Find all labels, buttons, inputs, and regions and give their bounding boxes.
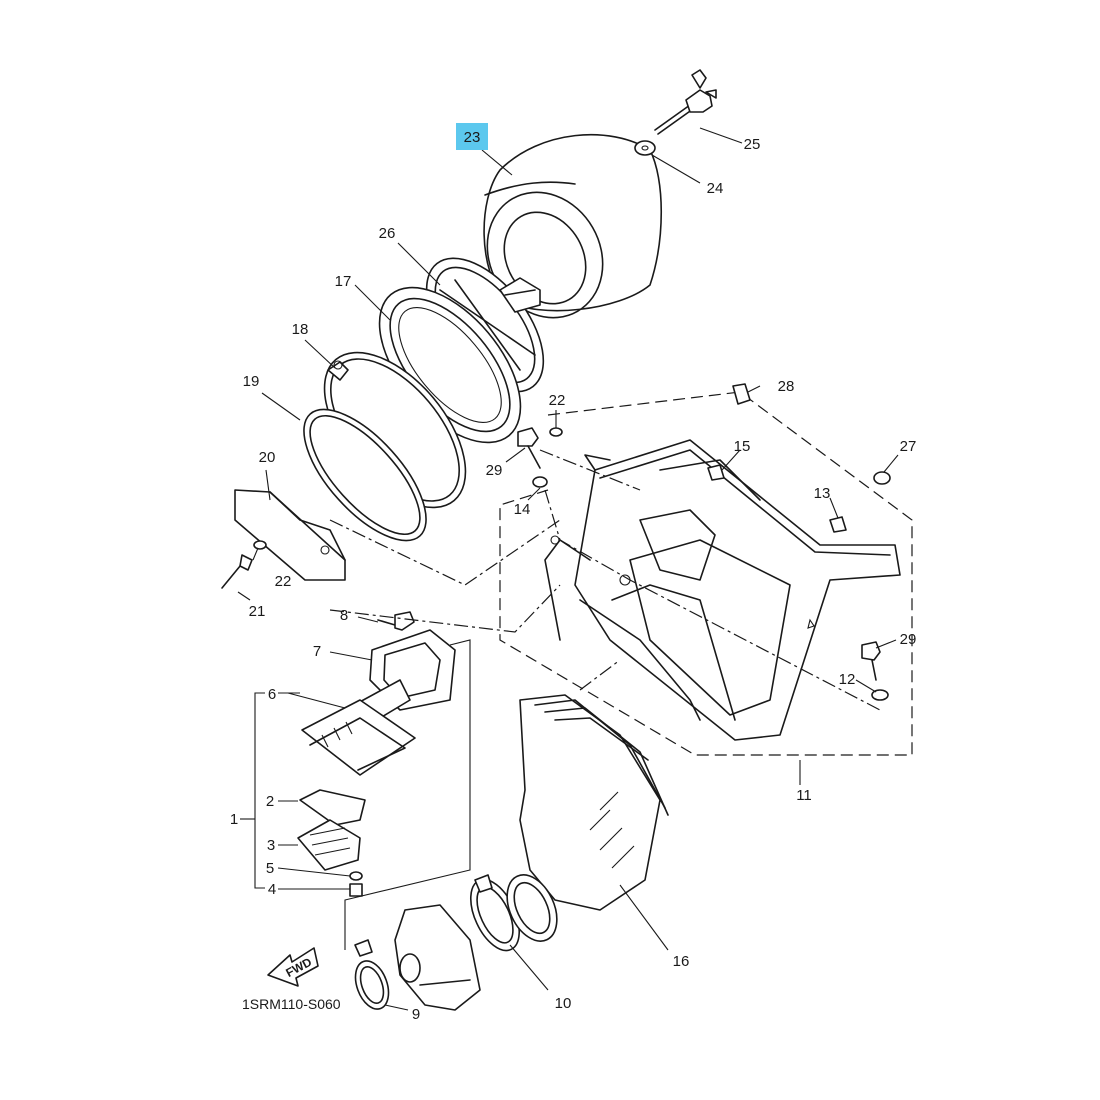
part-labels: 23 25 24 26 17 18 19 20 22 21 22 29 14 2… [230,129,917,1023]
part-8-bolt[interactable] [377,611,415,631]
assembly-lines [329,449,881,711]
part-15-nut[interactable] [707,464,725,481]
label-24[interactable]: 24 [707,180,724,197]
diagram-code: 1SRM110-S060 [242,996,341,1012]
label-22-upper[interactable]: 22 [549,392,566,409]
part-2-reed-valve[interactable] [299,789,366,826]
leader-lines [237,127,899,1011]
label-4[interactable]: 4 [268,881,276,898]
label-8[interactable]: 8 [340,607,348,624]
part-5-washer[interactable] [349,871,363,881]
part-24-washer[interactable] [634,140,656,156]
label-11[interactable]: 11 [796,787,812,804]
part-3-reed-stopper[interactable] [297,819,361,871]
label-19[interactable]: 19 [243,373,260,390]
part-29-bolt-upper[interactable] [517,427,541,469]
label-18[interactable]: 18 [292,321,309,338]
part-20-plate[interactable] [234,489,346,581]
label-2[interactable]: 2 [266,793,274,810]
part-9-clamp[interactable] [349,939,394,1014]
part-4-screw[interactable] [349,883,363,897]
carb-group-bracket [344,639,471,950]
label-21[interactable]: 21 [249,603,266,620]
carburetor-reference [394,904,481,1011]
label-20[interactable]: 20 [259,449,276,466]
label-7[interactable]: 7 [313,643,321,660]
airbox-outline [499,391,913,756]
label-26[interactable]: 26 [379,225,396,242]
part-14-collar[interactable] [532,476,548,488]
label-22-lower[interactable]: 22 [275,573,292,590]
fwd-arrow: FWD [267,947,319,987]
part-28-clip[interactable] [732,383,751,405]
label-10[interactable]: 10 [555,995,572,1012]
part-27-grommet[interactable] [873,471,891,485]
label-5[interactable]: 5 [266,860,274,877]
label-12[interactable]: 12 [839,671,856,688]
part-22-washer-lower[interactable] [253,540,267,550]
part-11-airbox[interactable] [544,439,901,741]
label-17[interactable]: 17 [335,273,352,290]
part-26-filter-guide[interactable] [404,238,566,413]
part-25-wing-bolt[interactable] [654,69,717,135]
part-16-air-duct[interactable] [519,694,669,911]
label-1[interactable]: 1 [230,811,238,828]
part-29-bolt-right[interactable] [861,641,881,681]
label-27[interactable]: 27 [900,438,917,455]
label-29-upper[interactable]: 29 [486,462,503,479]
part-12-collar[interactable] [871,689,889,701]
part-19-band[interactable] [283,390,446,560]
part-21-rivet[interactable] [221,554,253,589]
label-6[interactable]: 6 [268,686,276,703]
label-13[interactable]: 13 [814,485,831,502]
label-14[interactable]: 14 [514,501,531,518]
label-28[interactable]: 28 [778,378,795,395]
label-29-right[interactable]: 29 [900,631,917,648]
label-15[interactable]: 15 [734,438,751,455]
part-13-nut[interactable] [829,516,847,533]
part-22-washer-upper[interactable] [549,427,563,437]
label-3[interactable]: 3 [267,837,275,854]
label-9[interactable]: 9 [412,1006,420,1023]
label-23[interactable]: 23 [464,129,481,146]
part-10-carb-joint[interactable] [461,867,567,958]
label-16[interactable]: 16 [673,953,690,970]
part-6-reed-valve-assy[interactable] [301,679,416,776]
highlight-box-23 [456,123,488,150]
reed-group-bracket [240,616,379,890]
label-25[interactable]: 25 [744,136,761,153]
